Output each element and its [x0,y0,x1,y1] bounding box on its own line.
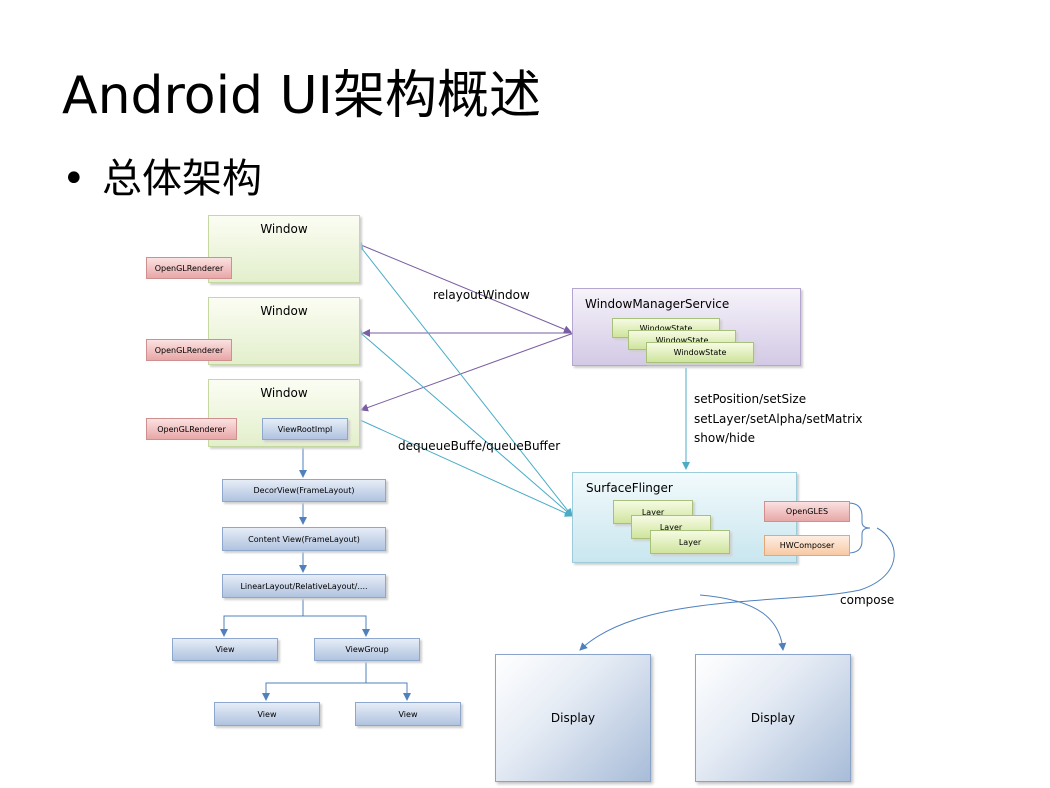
compose-brace [847,502,871,554]
window-box-1: Window [208,215,360,283]
window-state-3: WindowState [646,342,754,363]
child-view-left: View [214,702,320,726]
arrow-viewgroup-view-right [366,682,411,701]
view-root-impl: ViewRootImpl [262,418,348,440]
opengl-renderer-2: OpenGLRenderer [146,339,232,361]
show-hide-label: show/hide [694,431,755,445]
arrow-layout-viewgroup [303,615,370,637]
window-label: Window [260,304,308,318]
child-view-right: View [355,702,461,726]
display-1: Display [495,654,651,782]
bullet-item: • 总体架构 [62,152,262,206]
relayout-window-label: relayoutWindow [433,288,530,302]
arrow-layout-view [220,598,304,637]
linear-relative-layout: LinearLayout/RelativeLayout/.... [222,574,386,598]
sf-title: SurfaceFlinger [586,481,673,495]
decor-view: DecorView(FrameLayout) [222,479,386,502]
arrow-sf-window3 [351,413,573,517]
set-position-label: setPosition/setSize [694,392,807,406]
wms-title: WindowManagerService [585,297,730,311]
set-layer-label: setLayer/setAlpha/setMatrix [694,412,863,426]
slide-title: Android UI架构概述 [62,66,541,126]
bullet-dot-icon: • [62,156,86,202]
display-2: Display [695,654,851,782]
arrow-sf-window2 [355,327,573,517]
arrow-compose-display2 [699,594,787,651]
arrow-viewgroup-view-left [262,662,367,701]
bullet-text: 总体架构 [102,156,262,202]
window-box-2: Window [208,297,360,365]
opengl-renderer-1: OpenGLRenderer [146,257,232,279]
arrow-compose-display1 [579,527,895,651]
compose-label: compose [840,593,895,607]
content-view: Content View(FrameLayout) [222,527,386,551]
opengl-es: OpenGLES [764,501,850,522]
hw-composer: HWComposer [764,535,850,556]
window-label: Window [260,386,308,400]
view-node: View [172,638,278,661]
opengl-renderer-3: OpenGLRenderer [146,418,237,440]
layer-3: Layer [650,530,730,554]
window-label: Window [260,222,308,236]
view-group-node: ViewGroup [314,638,420,661]
arrow-wms-window3 [360,327,579,412]
dequeue-buffer-label: dequeueBuffe/queueBuffer [398,439,561,453]
